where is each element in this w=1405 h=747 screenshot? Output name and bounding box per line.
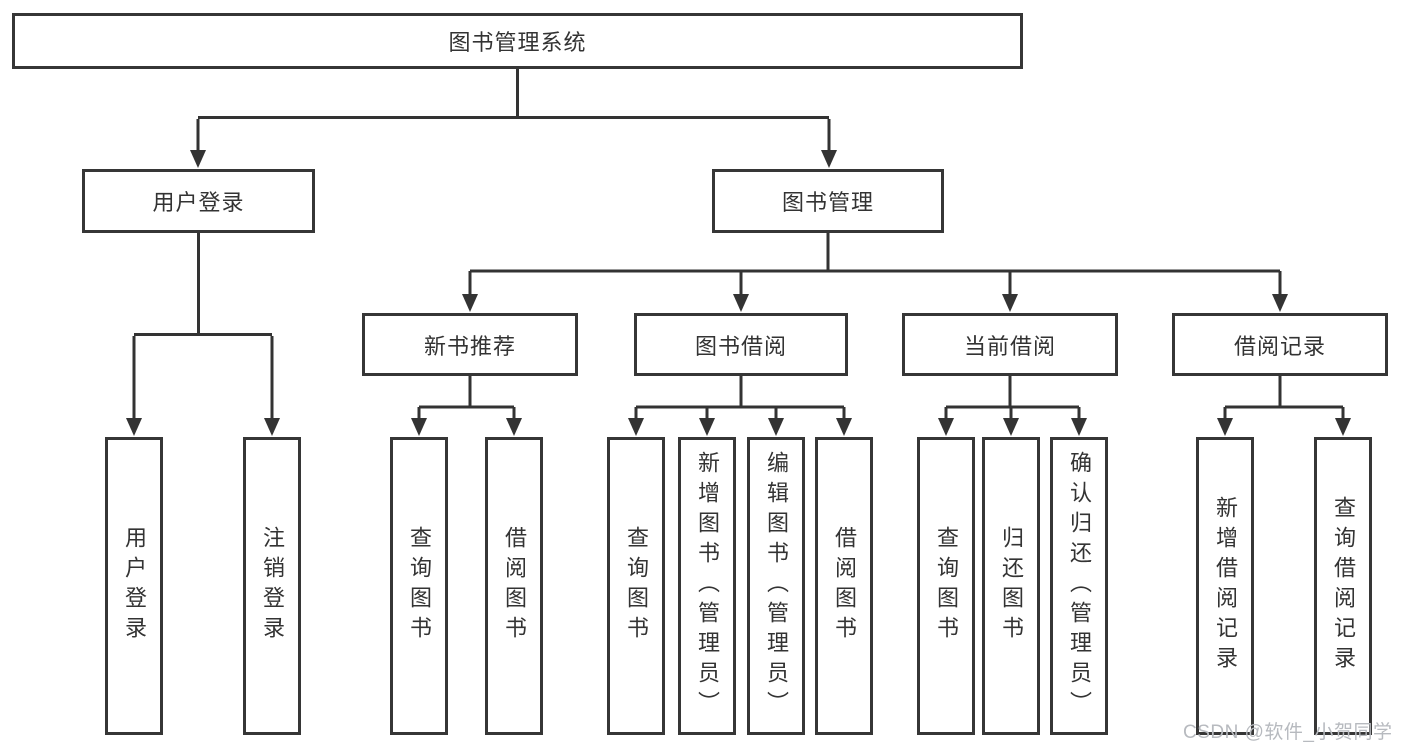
- leaf-add-books-admin: 新增图书（管理员）: [678, 437, 736, 735]
- leaf-query-books-current: 查询图书: [917, 437, 975, 735]
- leaf-query-books-recommend: 查询图书: [390, 437, 448, 735]
- node-label: 查询图书: [934, 526, 959, 646]
- arrow-down-icon: [1272, 294, 1288, 312]
- arrow-down-icon: [264, 418, 280, 436]
- connector-current-borrow-to-leaves: [944, 376, 1081, 421]
- node-label: 图书管理: [781, 190, 874, 215]
- node-borrow-records: 借阅记录: [1172, 313, 1388, 376]
- node-user-login: 用户登录: [82, 169, 315, 233]
- arrow-down-icon: [1335, 418, 1351, 436]
- node-label: 用户登录: [152, 190, 245, 215]
- leaf-query-books-borrow: 查询图书: [607, 437, 665, 735]
- node-label: 注销登录: [260, 526, 285, 646]
- leaf-return-books: 归还图书: [982, 437, 1040, 735]
- arrow-down-icon: [733, 294, 749, 312]
- node-label: 借阅图书: [832, 526, 857, 646]
- node-new-book-recommend: 新书推荐: [362, 313, 578, 376]
- leaf-query-borrow-record: 查询借阅记录: [1314, 437, 1372, 735]
- node-label: 确认归还（管理员）: [1067, 451, 1092, 721]
- leaf-edit-books-admin: 编辑图书（管理员）: [747, 437, 805, 735]
- arrow-down-icon: [506, 418, 522, 436]
- arrow-down-icon: [768, 418, 784, 436]
- leaf-user-login: 用户登录: [105, 437, 163, 735]
- connector-root-to-level2: [196, 69, 831, 153]
- leaf-confirm-return-admin: 确认归还（管理员）: [1050, 437, 1108, 735]
- node-label: 编辑图书（管理员）: [764, 451, 789, 721]
- node-label: 归还图书: [999, 526, 1024, 646]
- leaf-logout: 注销登录: [243, 437, 301, 735]
- csdn-watermark: CSDN @软件_小贺同学: [1183, 722, 1393, 743]
- arrow-down-icon: [628, 418, 644, 436]
- connector-book-borrow-to-leaves: [634, 376, 846, 421]
- node-label: 图书管理系统: [448, 30, 587, 55]
- leaf-borrow-books-recommend: 借阅图书: [485, 437, 543, 735]
- arrow-down-icon: [411, 418, 427, 436]
- node-current-borrow: 当前借阅: [902, 313, 1118, 376]
- connector-book-management-to-level3: [468, 233, 1282, 297]
- node-label: 新增图书（管理员）: [695, 451, 720, 721]
- arrow-down-icon: [699, 418, 715, 436]
- node-book-borrow: 图书借阅: [634, 313, 848, 376]
- node-label: 借阅图书: [502, 526, 527, 646]
- node-book-management: 图书管理: [712, 169, 944, 233]
- node-label: 用户登录: [122, 526, 147, 646]
- node-label: 查询图书: [407, 526, 432, 646]
- connector-new-book-recommend-to-leaves: [417, 376, 516, 421]
- node-library-system: 图书管理系统: [12, 13, 1023, 69]
- arrow-down-icon: [1217, 418, 1233, 436]
- arrow-down-icon: [836, 418, 852, 436]
- arrow-down-icon: [462, 294, 478, 312]
- node-label: 当前借阅: [963, 333, 1056, 359]
- node-label: 查询借阅记录: [1331, 496, 1356, 676]
- node-label: 新书推荐: [423, 333, 516, 359]
- connector-user-login-to-leaves: [132, 233, 274, 421]
- leaf-add-borrow-record: 新增借阅记录: [1196, 437, 1254, 735]
- arrow-down-icon: [938, 418, 954, 436]
- leaf-borrow-books: 借阅图书: [815, 437, 873, 735]
- arrow-down-icon: [821, 150, 837, 168]
- node-label: 查询图书: [624, 526, 649, 646]
- arrow-down-icon: [1071, 418, 1087, 436]
- connector-borrow-records-to-leaves: [1223, 376, 1345, 421]
- node-label: 新增借阅记录: [1213, 496, 1238, 676]
- arrow-down-icon: [1003, 418, 1019, 436]
- node-label: 借阅记录: [1233, 333, 1326, 359]
- arrow-down-icon: [126, 418, 142, 436]
- arrow-down-icon: [1002, 294, 1018, 312]
- arrow-down-icon: [190, 150, 206, 168]
- node-label: 图书借阅: [694, 333, 787, 359]
